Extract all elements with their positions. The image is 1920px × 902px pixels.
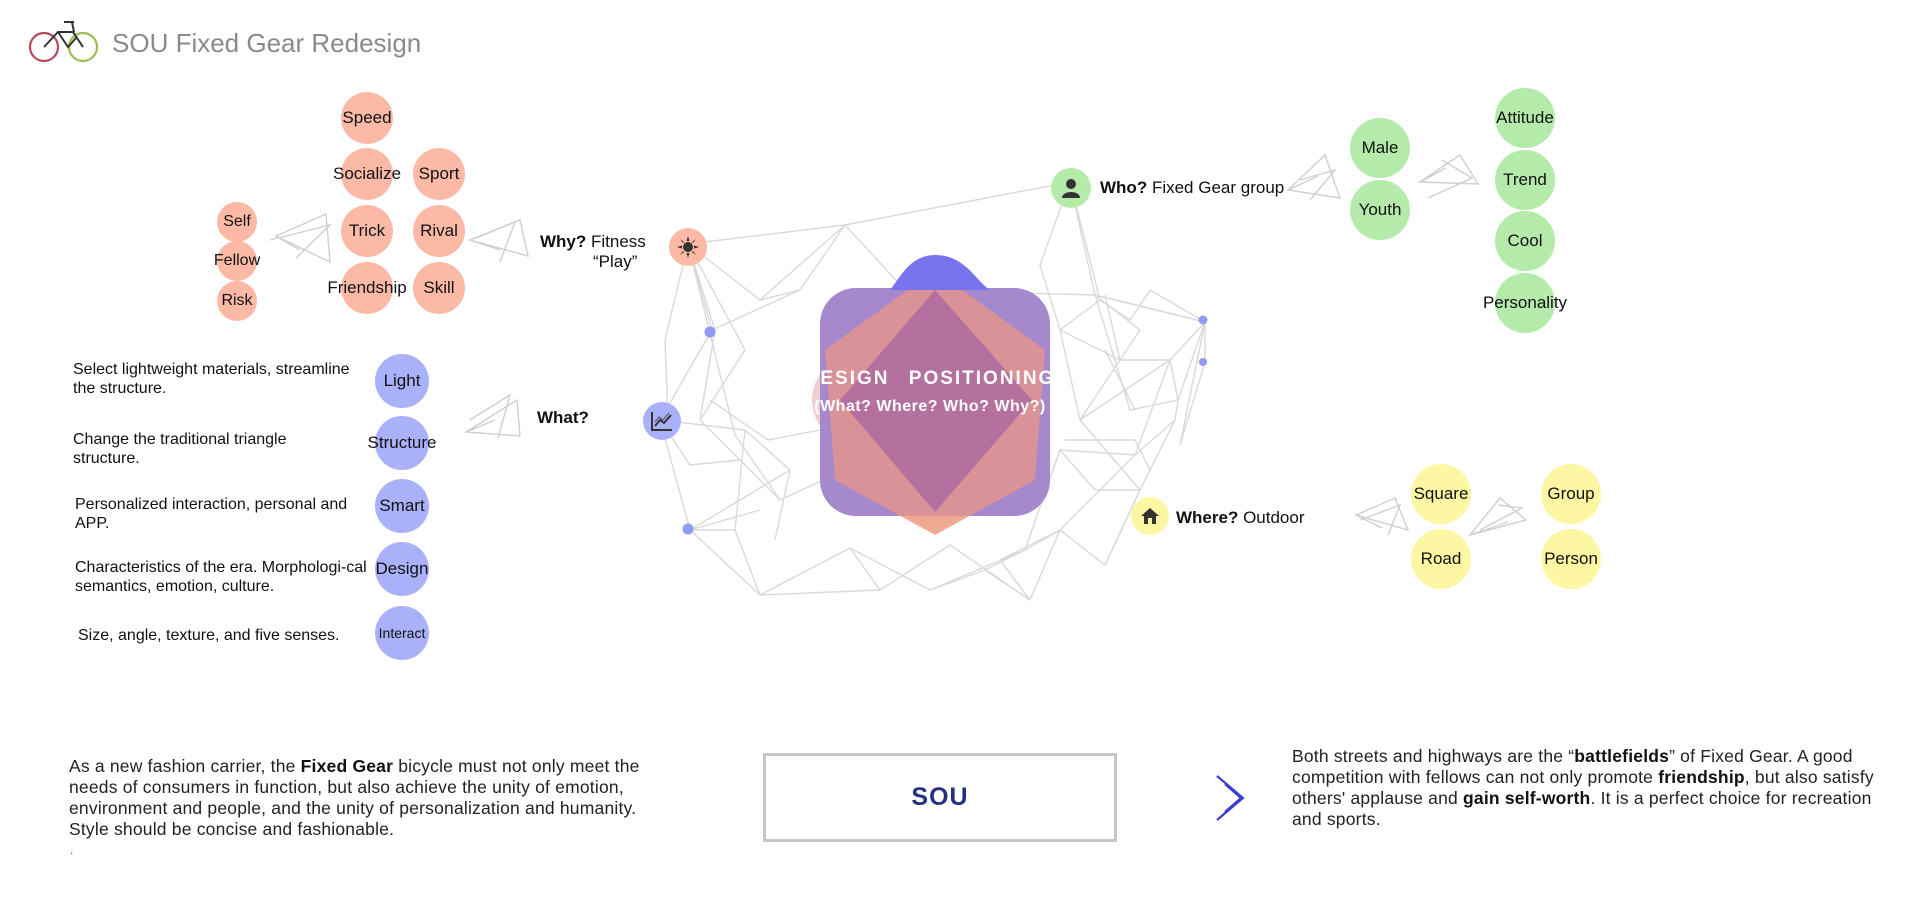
who-trait-trend: Trend [1495,150,1555,210]
why-label-line1: Fitness [591,232,646,251]
why-heading: Why? [540,232,587,251]
center-subtitle: (What? Where? Who? Why?) [814,398,1046,415]
bottom-left-text-1: As a new fashion carrier, the [69,756,301,776]
why-node-trick: Trick [341,205,393,257]
design-positioning-hub [812,255,1050,535]
bottom-right-text-3: , but also satisfy others' applause and [1292,767,1874,808]
why-node-risk: Risk [217,281,257,321]
where-node-group: Group [1541,464,1601,524]
why-label-line2: “Play” [593,252,638,271]
why-node-socialize: Socialize [333,148,401,200]
who-node-male: Male [1350,118,1410,178]
chart-icon [643,402,681,440]
why-node-skill: Skill [413,262,465,314]
why-node-sport: Sport [413,148,465,200]
what-node-structure: Structure [368,416,437,470]
why-node-self: Self [217,202,257,242]
sou-label: SOU [911,783,969,811]
double-chevron-right-icon [1216,775,1245,821]
bottom-right-bold-3: gain self-worth [1463,788,1591,808]
who-node-youth: Youth [1350,180,1410,240]
bicycle-logo-icon [28,21,99,63]
bottom-right-bold-2: friendship [1658,767,1745,787]
why-label: Why? Fitness [540,232,646,252]
sou-box: SOU [763,753,1117,842]
where-heading: Where? [1176,508,1239,527]
why-node-friendship: Friendship [327,262,407,314]
where-label-text: Outdoor [1243,508,1305,527]
what-node-design: Design [375,542,429,596]
house-icon [1131,497,1169,535]
who-trait-personality: Personality [1483,273,1567,333]
bottom-left-paragraph: As a new fashion carrier, the Fixed Gear… [69,756,679,840]
what-node-light: Light [375,354,429,408]
who-trait-attitude: Attitude [1495,88,1555,148]
what-desc-structure: Change the traditional triangle structur… [73,431,287,467]
where-label: Where? Outdoor [1176,508,1305,528]
bottom-left-dot: . [70,843,74,857]
who-label-text: Fixed Gear group [1151,178,1285,197]
bottom-right-text-4: . It is a perfect choice for recreation … [1292,788,1872,829]
what-node-interact: Interact [375,606,429,660]
where-node-person: Person [1541,529,1601,589]
where-node-road: Road [1411,529,1471,589]
what-node-smart: Smart [375,479,429,533]
bottom-right-text-1: Both streets and highways are the “ [1292,746,1575,766]
why-node-rival: Rival [413,205,465,257]
sun-icon [669,228,707,266]
what-desc-design: Characteristics of the era. Morphologi-c… [75,559,367,595]
why-node-fellow: Fellow [214,241,260,281]
who-trait-cool: Cool [1495,211,1555,271]
center-title: DESIGN POSITIONING [804,368,1056,389]
why-node-speed: Speed [341,92,393,144]
bottom-left-bold-1: Fixed Gear [300,756,394,776]
person-icon [1051,168,1091,208]
bottom-right-bold-1: battlefields [1574,746,1670,766]
what-heading: What? [537,408,589,427]
bottom-right-paragraph: Both streets and highways are the “battl… [1292,746,1892,830]
page-title: SOU Fixed Gear Redesign [112,28,422,58]
bottom-right-text-2: ” of Fixed Gear. A good competition with… [1292,746,1853,787]
where-node-square: Square [1411,464,1471,524]
what-desc-light: Select lightweight materials, streamline… [73,361,350,397]
bottom-left-text-2: bicycle must not only meet the needs of … [69,756,640,839]
what-desc-interact: Size, angle, texture, and five senses. [78,627,340,644]
who-heading: Who? [1100,178,1148,197]
who-label: Who? Fixed Gear group [1100,178,1284,198]
what-desc-smart: Personalized interaction, personal and A… [75,496,348,532]
